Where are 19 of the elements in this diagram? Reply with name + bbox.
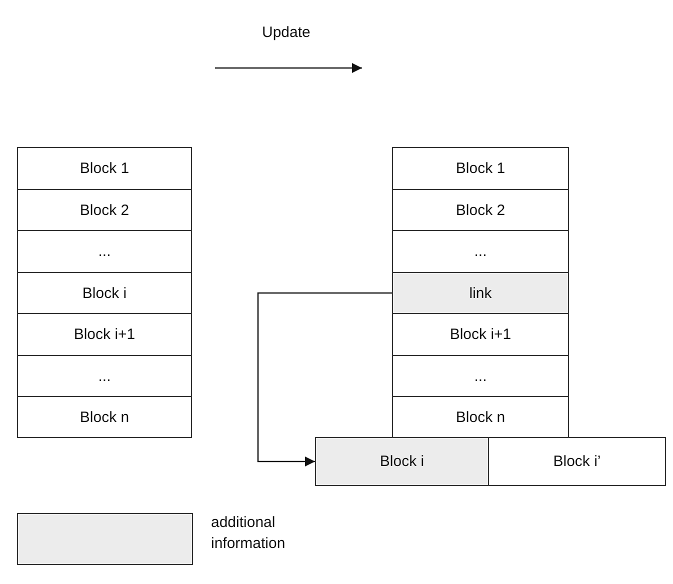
memory-block: Block i+1	[17, 313, 192, 356]
memory-block: link	[392, 272, 569, 314]
memory-block: Block 1	[17, 147, 192, 190]
memory-block: Block i+1	[392, 313, 569, 356]
memory-block: ...	[392, 230, 569, 273]
legend-text: additional information	[211, 513, 286, 554]
memory-block: ...	[17, 230, 192, 273]
memory-block: Block n	[17, 396, 192, 438]
memory-block: Block i	[315, 437, 489, 486]
arrow	[257, 292, 392, 466]
memory-block: Block n	[392, 396, 569, 438]
memory-block: Block 1	[392, 147, 569, 190]
memory-block: Block i	[17, 272, 192, 314]
update-label: Update	[262, 24, 310, 41]
memory-block: Block i’	[488, 437, 666, 486]
memory-block: ...	[392, 355, 569, 397]
memory-block: Block 2	[17, 189, 192, 231]
memory-block: Block 2	[392, 189, 569, 231]
memory-block: ...	[17, 355, 192, 397]
